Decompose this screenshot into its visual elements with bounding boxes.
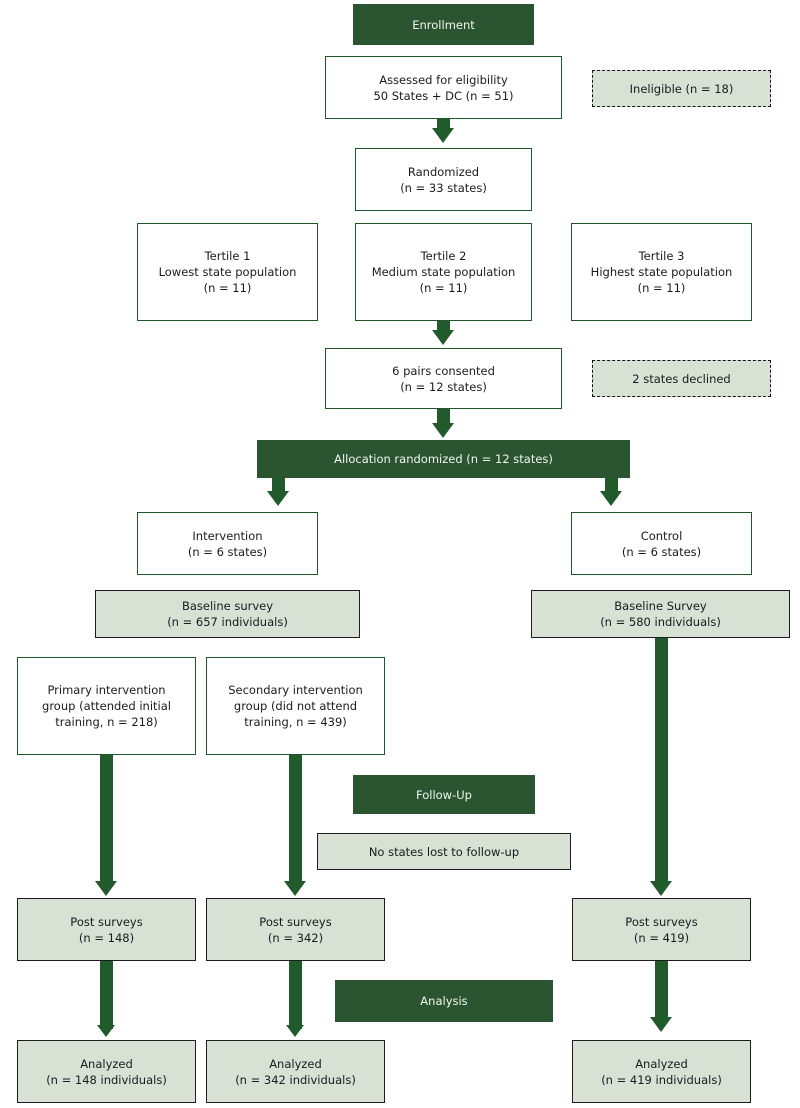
node-control: Control (n = 6 states) xyxy=(571,512,752,575)
node-states-declined: 2 states declined xyxy=(592,360,771,397)
node-baseline-survey-intervention: Baseline survey (n = 657 individuals) xyxy=(95,590,360,638)
node-analyzed-secondary: Analyzed (n = 342 individuals) xyxy=(206,1040,385,1103)
node-primary-intervention-group: Primary intervention group (attended ini… xyxy=(17,657,196,755)
banner-follow-up: Follow-Up xyxy=(353,775,535,814)
banner-enrollment: Enrollment xyxy=(353,4,534,45)
node-pairs-consented: 6 pairs consented (n = 12 states) xyxy=(325,348,562,409)
node-secondary-intervention-group: Secondary intervention group (did not at… xyxy=(206,657,385,755)
node-no-states-lost: No states lost to follow-up xyxy=(317,833,571,870)
node-post-surveys-control: Post surveys (n = 419) xyxy=(572,898,751,961)
node-post-surveys-secondary: Post surveys (n = 342) xyxy=(206,898,385,961)
node-randomized: Randomized (n = 33 states) xyxy=(355,148,532,211)
node-post-surveys-primary: Post surveys (n = 148) xyxy=(17,898,196,961)
node-assessed-for-eligibility: Assessed for eligibility 50 States + DC … xyxy=(325,56,562,119)
node-ineligible: Ineligible (n = 18) xyxy=(592,70,771,107)
node-analyzed-control: Analyzed (n = 419 individuals) xyxy=(572,1040,751,1103)
banner-allocation: Allocation randomized (n = 12 states) xyxy=(257,440,630,478)
node-analyzed-primary: Analyzed (n = 148 individuals) xyxy=(17,1040,196,1103)
node-tertile-3: Tertile 3 Highest state population (n = … xyxy=(571,223,752,321)
banner-analysis: Analysis xyxy=(335,980,553,1022)
node-intervention: Intervention (n = 6 states) xyxy=(137,512,318,575)
node-tertile-2: Tertile 2 Medium state population (n = 1… xyxy=(355,223,532,321)
node-baseline-survey-control: Baseline Survey (n = 580 individuals) xyxy=(531,590,790,638)
node-tertile-1: Tertile 1 Lowest state population (n = 1… xyxy=(137,223,318,321)
